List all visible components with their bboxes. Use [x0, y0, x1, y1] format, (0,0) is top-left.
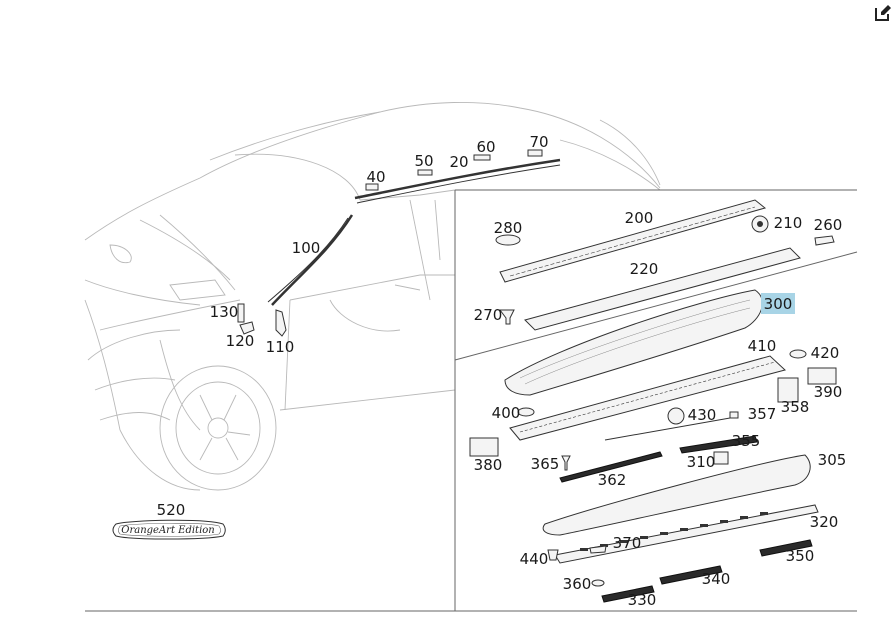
callout-120[interactable]: 120	[226, 332, 255, 350]
callout-357[interactable]: 357	[748, 405, 777, 423]
callout-210[interactable]: 210	[774, 214, 803, 232]
callout-390[interactable]: 390	[814, 383, 843, 401]
callout-520[interactable]: 520	[157, 501, 186, 519]
emblem-text: OrangeArt Edition	[121, 525, 214, 536]
callout-380[interactable]: 380	[474, 456, 503, 474]
callout-330[interactable]: 330	[628, 591, 657, 609]
callout-340[interactable]: 340	[702, 570, 731, 588]
callout-70[interactable]: 70	[529, 133, 548, 151]
callout-430[interactable]: 430	[688, 406, 717, 424]
callout-110[interactable]: 110	[266, 338, 295, 356]
roof-moldings	[237, 149, 561, 337]
callout-350[interactable]: 350	[786, 547, 815, 565]
callout-355[interactable]: 355	[732, 432, 761, 450]
callout-370[interactable]: 370	[613, 534, 642, 552]
callout-440[interactable]: 440	[520, 550, 549, 568]
callout-100[interactable]: 100	[292, 239, 321, 257]
callout-260[interactable]: 260	[814, 216, 843, 234]
callout-358[interactable]: 358	[781, 398, 810, 416]
callout-362[interactable]: 362	[598, 471, 627, 489]
callout-130[interactable]: 130	[210, 303, 239, 321]
callout-50[interactable]: 50	[414, 152, 433, 170]
callout-360[interactable]: 360	[563, 575, 592, 593]
callout-labels: 40 50 20 60 70 100 130 120 110 520 280 2…	[157, 133, 847, 609]
emblem-520: OrangeArt Edition	[112, 519, 226, 540]
callout-400[interactable]: 400	[492, 404, 521, 422]
callout-270[interactable]: 270	[474, 306, 503, 324]
callout-365[interactable]: 365	[531, 455, 560, 473]
callout-20[interactable]: 20	[449, 153, 468, 171]
callout-280[interactable]: 280	[494, 219, 523, 237]
vehicle-outline	[84, 102, 661, 491]
callout-320[interactable]: 320	[810, 513, 839, 531]
detail-parts	[469, 199, 837, 603]
callout-300[interactable]: 300	[764, 295, 793, 313]
callout-305[interactable]: 305	[818, 451, 847, 469]
edit-icon[interactable]	[874, 4, 892, 22]
callout-310[interactable]: 310	[687, 453, 716, 471]
callout-40[interactable]: 40	[366, 168, 385, 186]
callout-420[interactable]: 420	[811, 344, 840, 362]
detail-frame	[85, 189, 858, 612]
highlight-300	[761, 293, 795, 314]
callout-220[interactable]: 220	[630, 260, 659, 278]
callout-410[interactable]: 410	[748, 337, 777, 355]
callout-200[interactable]: 200	[625, 209, 654, 227]
callout-60[interactable]: 60	[476, 138, 495, 156]
